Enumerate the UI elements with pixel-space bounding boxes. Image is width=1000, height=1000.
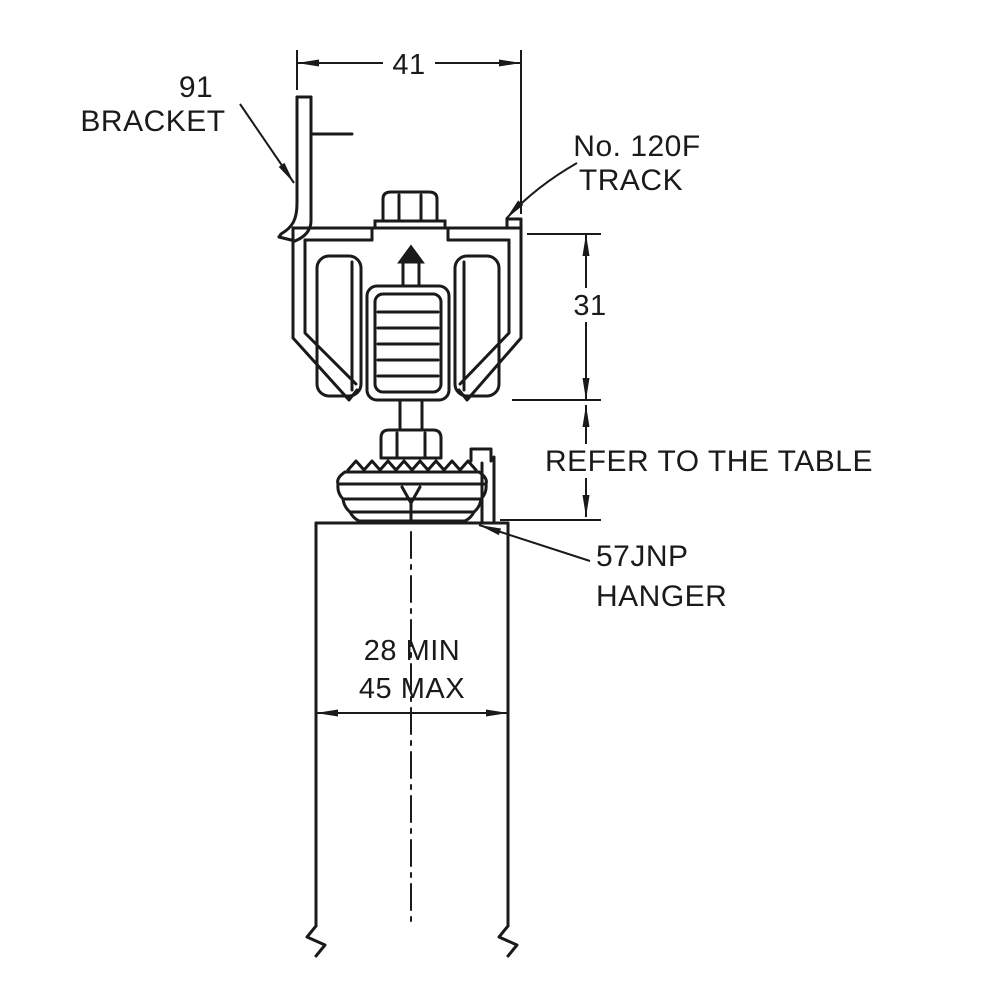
wheel-right — [453, 254, 501, 398]
axle-housing — [365, 244, 451, 402]
bracket-outer-edge — [277, 95, 299, 239]
hanger-part-no: 57JNP — [596, 540, 689, 573]
door-left-break — [305, 924, 327, 958]
lock-washer-serration — [346, 459, 478, 472]
dim-31-mask — [568, 288, 610, 322]
door-panel — [305, 521, 519, 958]
bracket-label: 91 BRACKET — [80, 71, 295, 184]
door-min-value: 28 MIN — [364, 635, 460, 667]
track-part-no: No. 120F — [573, 130, 700, 163]
bracket-leader-line — [239, 103, 295, 184]
hanger-leader-line — [478, 524, 591, 562]
drop-note-mask — [538, 444, 890, 478]
track-bolt — [373, 190, 447, 230]
bracket-part-no: 91 — [179, 71, 213, 104]
door-max-value: 45 MAX — [359, 673, 465, 705]
door-right-break — [497, 924, 519, 958]
trolley-wheels — [315, 254, 501, 398]
hanger-vee-slot — [400, 485, 422, 505]
housing-inner — [373, 292, 443, 394]
pendant-nut — [379, 428, 443, 460]
track-right-lip — [505, 217, 523, 230]
bracket-inner-edge — [293, 95, 313, 243]
dim-31-value: 31 — [573, 290, 606, 322]
track-shape — [291, 217, 523, 402]
hanger-label: 57JNP HANGER — [478, 524, 727, 613]
drop-note-text: REFER TO THE TABLE — [545, 445, 873, 478]
track-right-wall-inner — [458, 238, 511, 386]
hanger-clip — [469, 447, 493, 463]
hanger-shape — [336, 398, 496, 525]
hanger-name: HANGER — [596, 580, 727, 613]
housing-pointer — [397, 244, 425, 264]
dim-41-value: 41 — [392, 49, 425, 81]
hanger-band-1 — [336, 470, 488, 486]
track-leader-line — [505, 162, 578, 220]
track-label: No. 120F TRACK — [505, 130, 700, 220]
housing-outer — [365, 284, 451, 402]
track-left-wall-inner — [303, 238, 358, 386]
bolt-washer — [373, 219, 447, 230]
bracket-name: BRACKET — [80, 105, 225, 138]
wheel-left — [315, 254, 363, 398]
hanger-band-2 — [336, 482, 488, 501]
bracket-shape — [277, 95, 354, 243]
track-name: TRACK — [579, 164, 683, 197]
bolt-hex-nut — [381, 190, 439, 223]
dim-41-mask — [383, 45, 435, 81]
